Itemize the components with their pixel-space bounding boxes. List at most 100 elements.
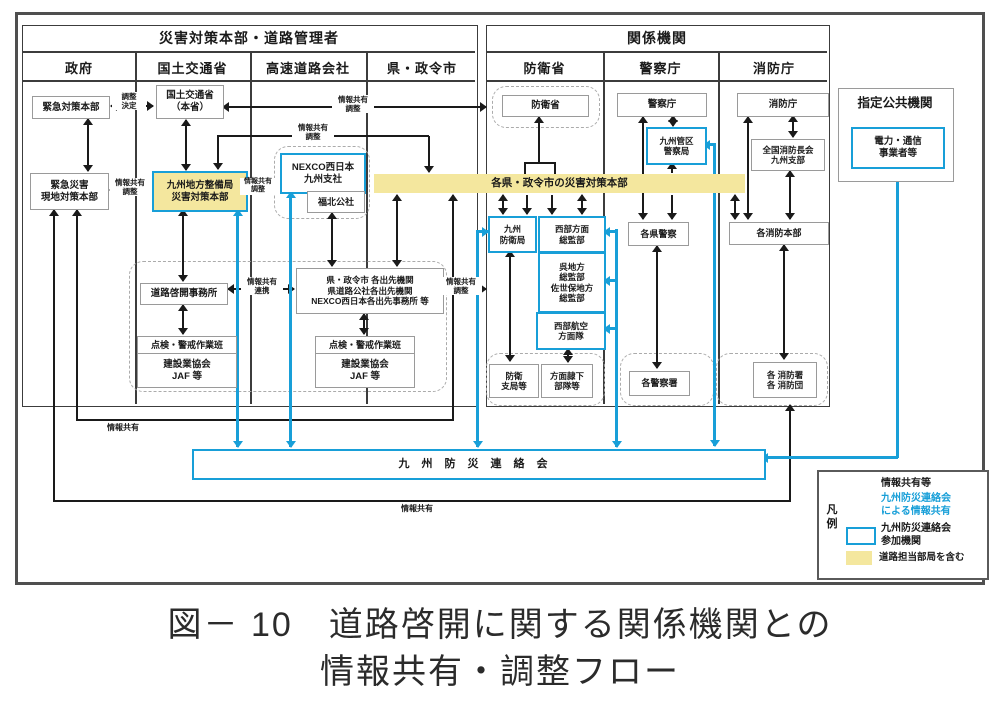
arrowhead	[480, 284, 487, 294]
arrowhead	[611, 441, 622, 448]
arrowhead	[779, 244, 789, 251]
connector-line	[53, 500, 791, 502]
arrowhead	[788, 115, 798, 122]
mlit-main-box: 国土交通省 （本省）	[156, 85, 224, 119]
designated-public-header: 指定公共機関	[840, 90, 950, 118]
connector-line	[236, 210, 239, 447]
defense-lower-group-outline	[486, 353, 605, 406]
construction-assoc-right-box: 建設業協会 JAF 等	[315, 353, 415, 388]
arrowhead	[743, 213, 753, 220]
figure-caption-line1: 図－ 10 道路啓開に関する関係機関との	[167, 606, 833, 644]
arrowhead	[285, 191, 296, 198]
connector-line	[87, 119, 89, 171]
arrowhead	[498, 194, 508, 201]
arrowhead	[178, 304, 188, 311]
connector-line	[734, 195, 736, 219]
connector-line	[476, 230, 479, 447]
column-divider	[250, 52, 252, 404]
column-header-fire: 消防庁	[752, 60, 795, 76]
arrowhead	[327, 212, 337, 219]
arrowhead	[498, 208, 508, 215]
connector-line	[642, 117, 644, 219]
connector-line	[53, 210, 55, 502]
arrowhead	[603, 275, 610, 286]
connector-line	[792, 116, 794, 137]
connector-line	[526, 195, 528, 214]
western-army-box: 西部方面 総監部	[538, 216, 606, 253]
mod-group-outline	[492, 86, 600, 128]
connector-line	[502, 195, 504, 214]
arrowhead	[83, 118, 93, 125]
connector-line	[217, 136, 219, 169]
arrowhead	[730, 194, 740, 201]
column-header-government: 政府	[64, 60, 93, 76]
figure-caption-line2: 情報共有・調整フロー	[320, 653, 680, 691]
arrowhead	[779, 353, 789, 360]
column-divider	[718, 52, 720, 404]
branch-offices-box: 県・政令市 各出先機関 県道路公社各出先機関 NEXCO西日本各出先事務所 等	[296, 268, 444, 314]
arrowhead	[285, 441, 296, 448]
arrowhead	[667, 213, 677, 220]
arrowhead	[652, 362, 662, 369]
arrowhead	[448, 194, 458, 201]
fukukita-box: 福北公社	[307, 191, 365, 213]
fire-lower-group-outline	[716, 353, 828, 406]
arrowhead	[72, 209, 82, 216]
legend-item-council-share: 九州防災連絡会 による情報共有	[881, 493, 951, 517]
connector-line	[551, 195, 553, 214]
fdma-box: 消防庁	[737, 93, 829, 117]
arrowhead	[668, 115, 678, 122]
arrowhead	[472, 441, 483, 448]
legend-item-council-member: 九州防災連絡会 参加機関	[881, 523, 951, 547]
arrowhead	[232, 209, 243, 216]
legend-item-road-dept: 道路担当部局を含む	[879, 552, 965, 563]
arrowhead	[667, 162, 677, 169]
arrowhead	[638, 213, 648, 220]
connector-line	[713, 143, 716, 446]
arrowhead	[147, 101, 154, 111]
legend-title: 凡 例	[826, 504, 838, 531]
arrowhead	[359, 313, 369, 320]
legend-item-info-share: 情報共有等	[881, 478, 931, 489]
pref-police-box: 各県警察	[628, 222, 689, 246]
arrowhead	[424, 166, 434, 173]
arrowhead	[232, 441, 243, 448]
connector-line	[428, 136, 430, 172]
column-divider	[366, 52, 368, 404]
column-header-expressway: 高速道路会社	[265, 60, 350, 76]
label-info-adjust-mid: 情報共有 調整	[292, 123, 334, 141]
arrowhead	[327, 260, 337, 267]
connector-line	[76, 210, 78, 421]
right-header-divider	[487, 51, 827, 53]
arrowhead	[181, 164, 191, 171]
arrowhead	[730, 213, 740, 220]
connector-line	[789, 171, 791, 219]
arrowhead	[482, 226, 489, 237]
arrowhead	[392, 260, 402, 267]
left-section-frame	[22, 25, 478, 407]
arrowhead	[178, 209, 188, 216]
connector-line	[363, 314, 365, 334]
legend-swatch-road-dept	[846, 551, 872, 565]
liaison-council-box: 九州防災連絡会	[192, 449, 766, 480]
arrowhead	[743, 116, 753, 123]
kyushu-regional-hq-box: 九州地方整備局 災害対策本部	[152, 171, 248, 212]
western-air-box: 西部航空 方面隊	[536, 312, 606, 350]
left-section-header: 災害対策本部・道路管理者	[159, 30, 339, 46]
right-section-frame	[486, 25, 830, 407]
connector-line	[789, 405, 791, 502]
arrowhead	[222, 102, 229, 112]
npa-box: 警察庁	[617, 93, 707, 117]
connector-line	[581, 195, 583, 214]
arrowhead	[522, 208, 532, 215]
left-header-divider	[23, 51, 475, 53]
construction-assoc-left-box: 建設業協会 JAF 等	[137, 353, 237, 388]
column-header-police: 警察庁	[639, 60, 682, 76]
connector-line	[524, 162, 556, 164]
connector-line	[615, 229, 618, 447]
arrowhead	[788, 131, 798, 138]
arrowhead	[178, 275, 188, 282]
arrowhead	[785, 404, 795, 411]
arrowhead	[577, 208, 587, 215]
arrowhead	[505, 250, 515, 257]
